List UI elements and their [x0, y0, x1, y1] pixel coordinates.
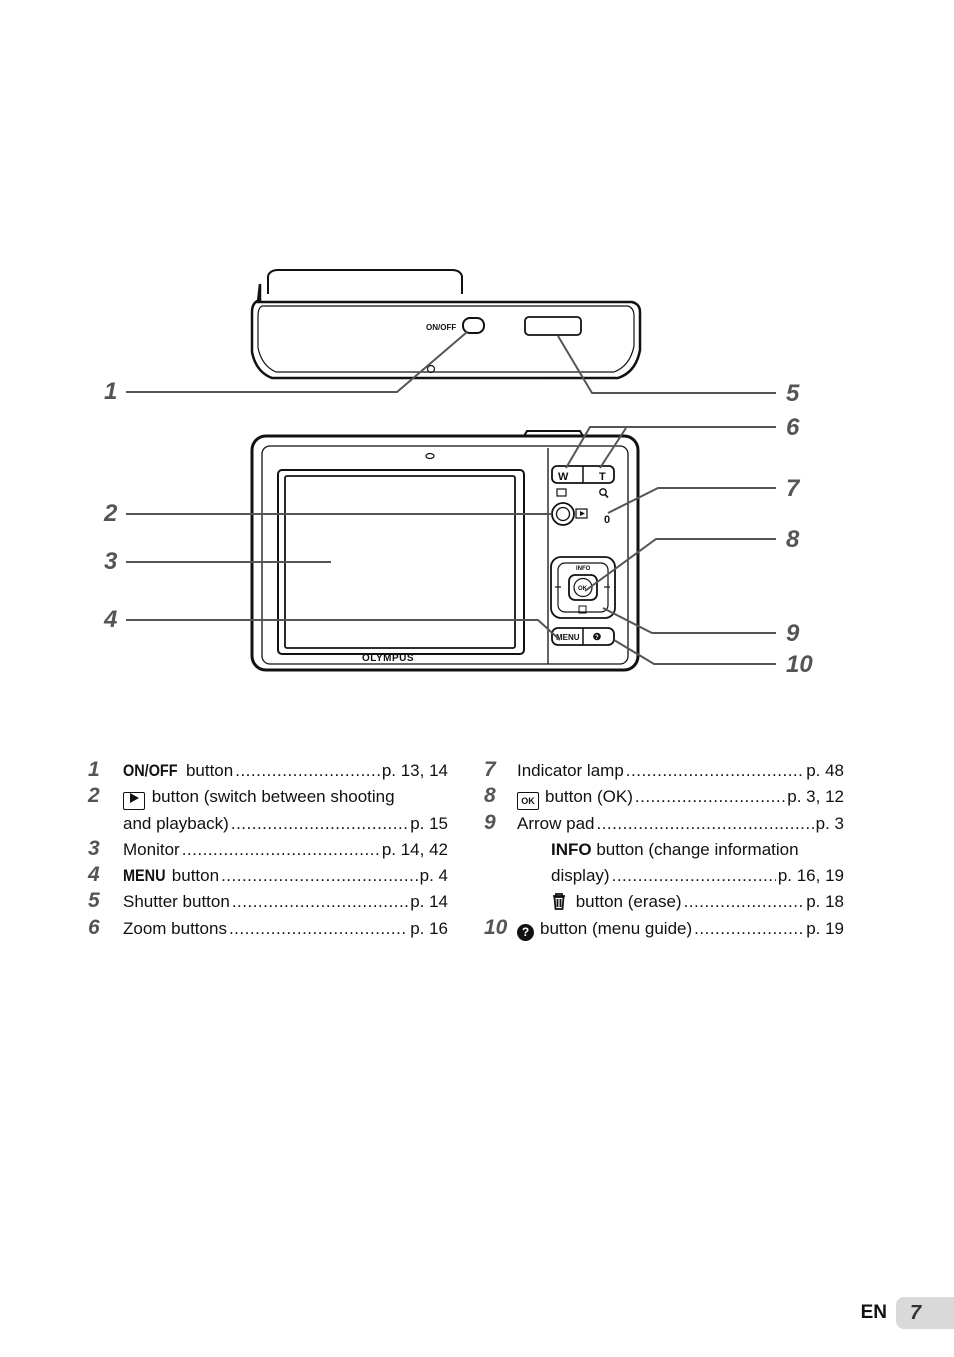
legend-text: display) [551, 866, 610, 886]
legend-text: button (change information [591, 839, 799, 859]
onoff-label: ON/OFF [123, 761, 178, 780]
page-number: 7 [896, 1297, 954, 1329]
page-ref: p. 13, 14 [381, 761, 448, 780]
legend-entry-3: 3 Monitor p. 14, 42 [88, 837, 448, 863]
legend-text: button (OK) [545, 787, 633, 807]
page-ref: p. 14 [410, 892, 448, 912]
page-ref: p. 16 [410, 918, 448, 938]
legend-entry-5: 5 Shutter button p. 14 [88, 889, 448, 915]
legend-text: Shutter button [123, 892, 230, 912]
indicator-lamp: 0 [604, 514, 610, 526]
legend-number: 8 [484, 784, 496, 808]
playback-icon [123, 792, 145, 811]
legend-entry-10: 10 ? button (menu guide) p. 19 [484, 916, 844, 942]
camera-diagram: ON/OFF W T 0 INFO OK MENU ? OLYMPUS [103, 269, 813, 678]
page-ref: p. 3 [815, 813, 844, 833]
leader-dots [221, 863, 418, 889]
callout-6: 6 [786, 414, 800, 441]
page-ref: p. 19 [806, 918, 844, 938]
legend-number: 4 [88, 863, 100, 887]
ok-icon: OK [517, 792, 539, 811]
legend-number: 2 [88, 784, 100, 808]
leader-dots [182, 837, 380, 863]
legend-text: Monitor [123, 839, 180, 859]
legend-text: Indicator lamp [517, 761, 624, 780]
legend-entry-6: 6 Zoom buttons p. 16 [88, 916, 448, 942]
page-ref: p. 15 [410, 813, 448, 833]
legend-left-column: 1 ON/OFF button p. 13, 14 2 button (swit… [88, 758, 448, 942]
legend-entry-4: 4 MENU button p. 4 [88, 863, 448, 889]
page-ref: p. 3, 12 [787, 787, 844, 807]
menu-label: MENU [123, 866, 166, 886]
legend-text: button (erase) [571, 892, 682, 912]
legend-number: 6 [88, 915, 100, 939]
page-ref: p. 16, 19 [777, 866, 844, 886]
legend-entry-1: 1 ON/OFF button p. 13, 14 [88, 758, 448, 784]
leader-dots [235, 758, 380, 784]
legend-number: 9 [484, 810, 496, 834]
trash-icon [553, 893, 565, 911]
callout-5: 5 [786, 380, 800, 407]
menu-button: MENU [556, 633, 580, 642]
help-button: ? [595, 635, 599, 641]
zoom-tele-button: T [599, 471, 606, 483]
legend-number: 10 [484, 915, 508, 939]
leader-dots [694, 916, 804, 942]
leader-dots [626, 758, 804, 784]
legend-text: Arrow pad [517, 813, 595, 833]
legend-text: button [167, 866, 220, 886]
zoom-wide-button: W [558, 471, 569, 483]
camera-top-view [250, 269, 642, 380]
legend-number: 5 [88, 889, 100, 913]
leader-dots [684, 889, 805, 915]
camera-back-view [250, 430, 640, 672]
legend-text: Zoom buttons [123, 918, 227, 938]
legend-number: 7 [484, 758, 496, 781]
leader-dots [635, 784, 785, 810]
callout-9: 9 [786, 620, 800, 647]
legend-number: 3 [88, 836, 100, 860]
legend-text: button [181, 761, 234, 780]
callout-7: 7 [786, 475, 801, 502]
leader-dots [232, 889, 408, 915]
page-ref: p. 48 [806, 761, 844, 780]
legend-text: button (menu guide) [540, 918, 693, 938]
legend-right-column: 7 Indicator lamp p. 48 8 OK button (OK) p… [484, 758, 844, 942]
legend-entry-9: 9 Arrow pad p. 3 INFO button (change inf… [484, 811, 844, 916]
callout-lines [126, 331, 776, 665]
legend-entry-2: 2 button (switch between shooting and pl… [88, 784, 448, 837]
callout-3: 3 [104, 548, 118, 575]
callout-8: 8 [786, 526, 800, 553]
info-label: INFO [576, 566, 591, 572]
leader-dots [596, 811, 813, 837]
brand-logo: OLYMPUS [362, 653, 414, 664]
page-ref: p. 14, 42 [381, 839, 448, 859]
callout-4: 4 [103, 606, 117, 633]
legend-text: button (switch between shooting [147, 787, 395, 807]
legend-entry-8: 8 OK button (OK) p. 3, 12 [484, 784, 844, 811]
page-ref: p. 4 [419, 866, 448, 886]
callout-10: 10 [786, 651, 813, 678]
legend-text: and playback) [123, 813, 229, 833]
help-icon: ? [517, 923, 534, 941]
language-label: EN [860, 1302, 887, 1323]
page-ref: p. 18 [806, 892, 844, 912]
leader-dots [231, 811, 408, 837]
onoff-switch-label: ON/OFF [426, 323, 456, 332]
callout-1: 1 [104, 378, 117, 405]
legend-entry-7: 7 Indicator lamp p. 48 [484, 758, 844, 784]
info-label: INFO [551, 839, 592, 859]
callout-2: 2 [103, 500, 118, 527]
legend-number: 1 [88, 758, 100, 781]
leader-dots [612, 863, 776, 889]
ok-button: OK [578, 586, 588, 592]
page-footer: EN 7 [861, 1297, 954, 1329]
leader-dots [229, 916, 408, 942]
